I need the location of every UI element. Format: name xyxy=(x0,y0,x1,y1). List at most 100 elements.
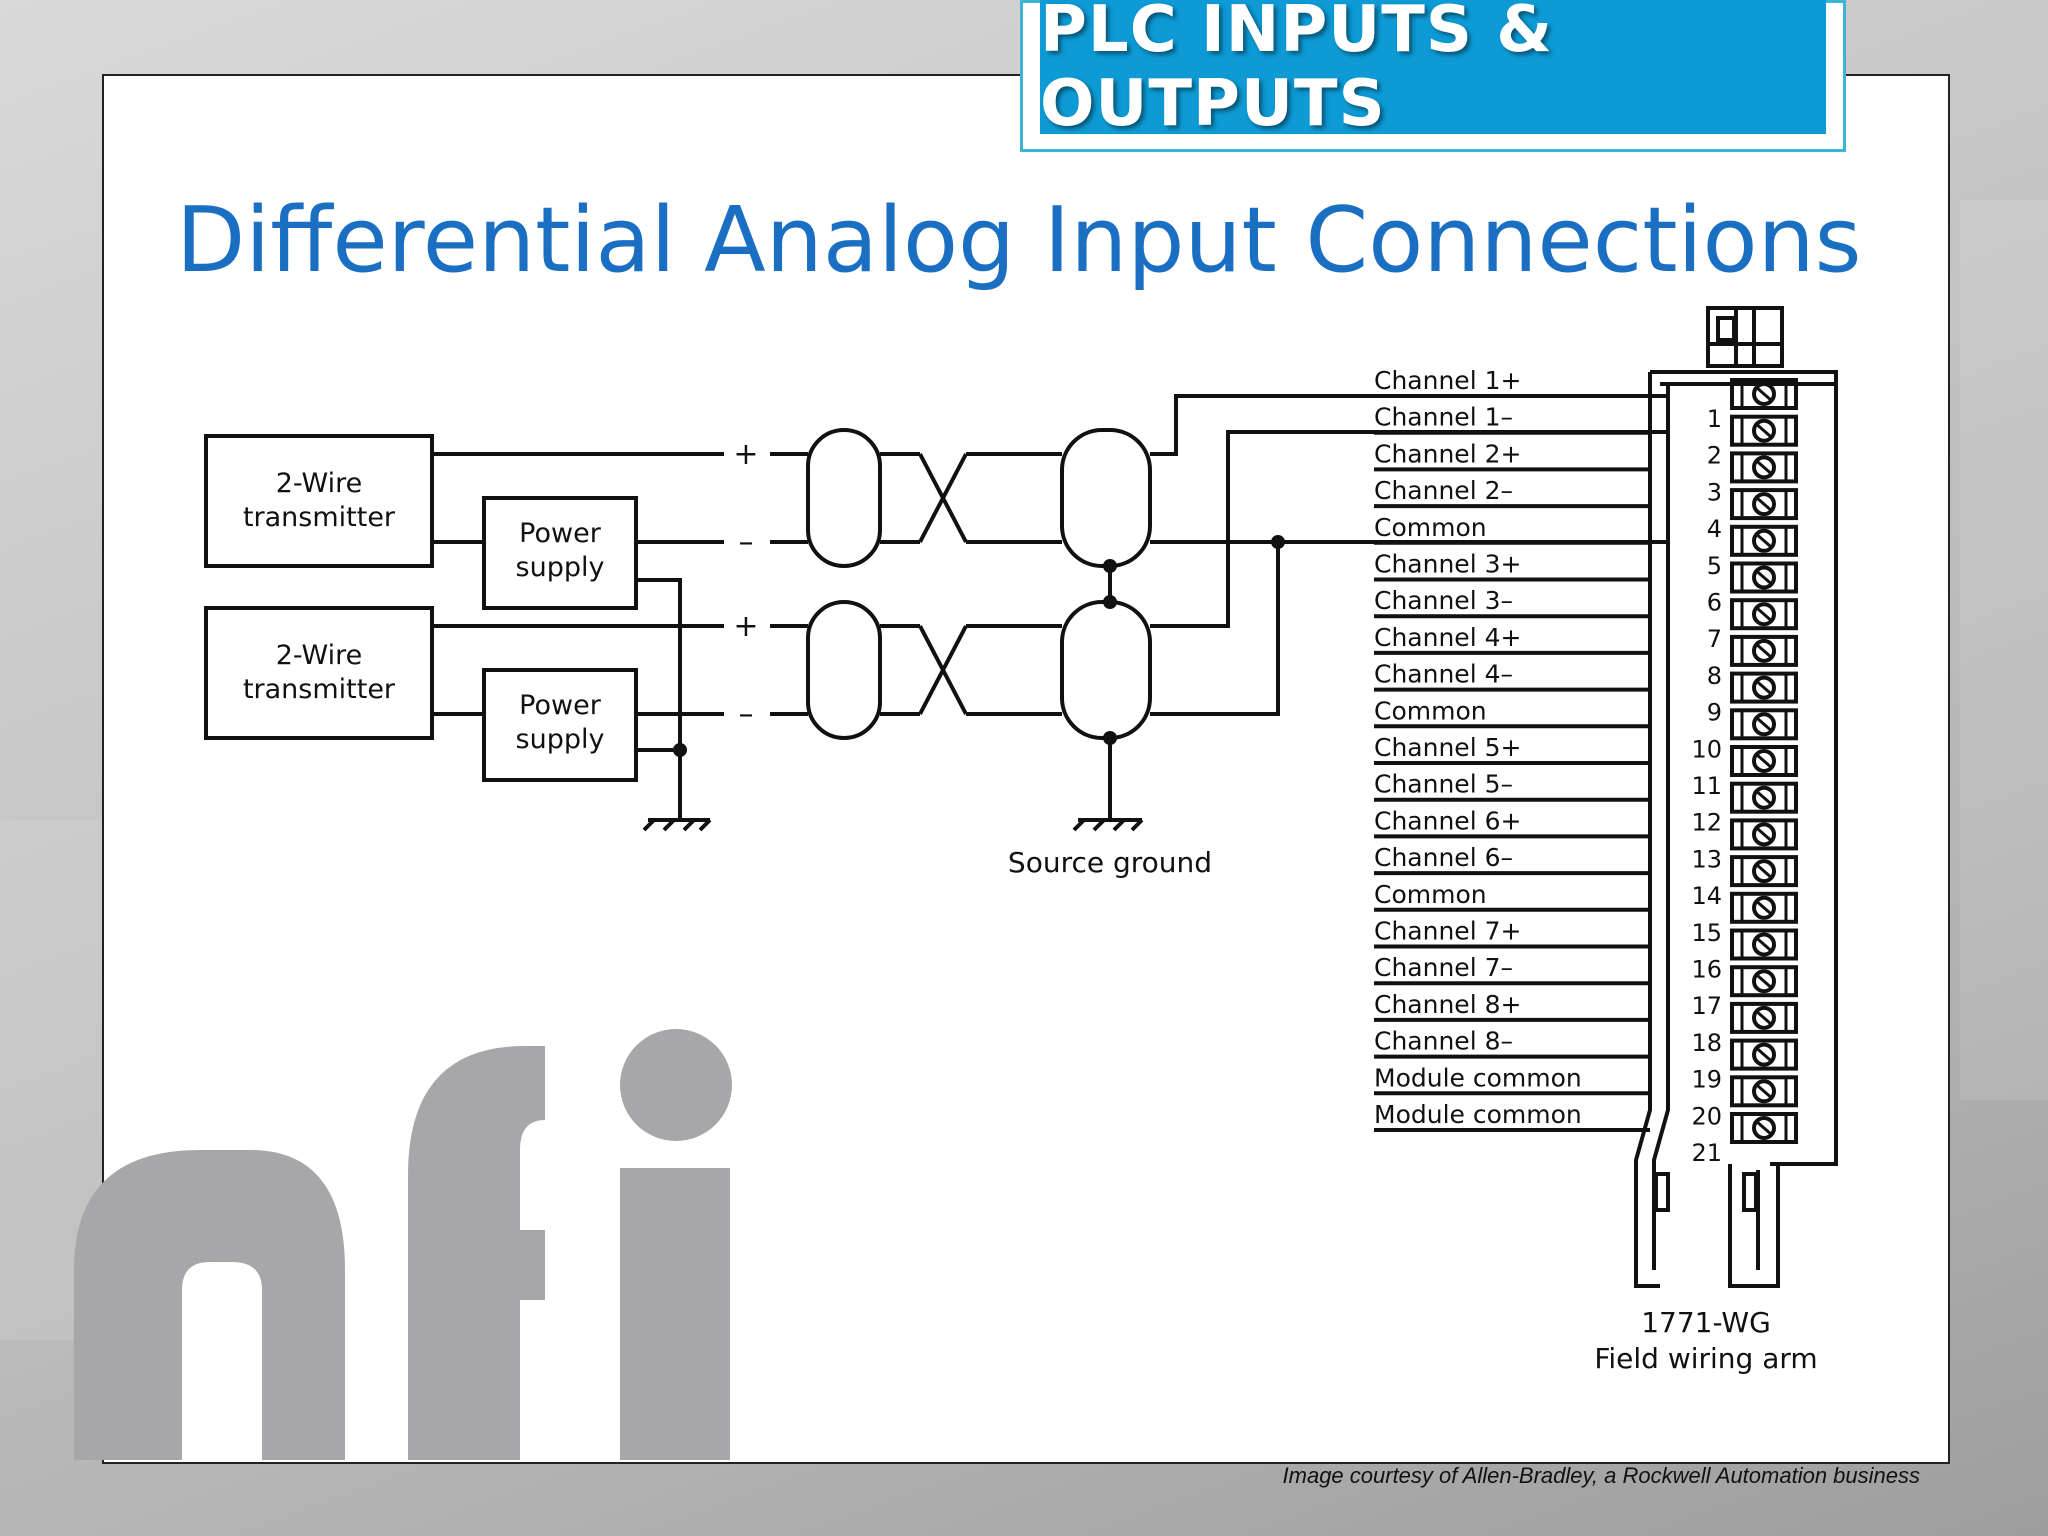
screw-terminal xyxy=(1730,451,1798,484)
terminal-number: 14 xyxy=(1691,882,1722,910)
terminal-label: Channel 3– xyxy=(1374,586,1513,615)
terminal-block: Channel 1+ Channel 1– Channel 2+ Channel 2–… xyxy=(1374,366,1798,1167)
transmitter-1-label-line2: transmitter xyxy=(243,502,396,533)
arm-model-label: 1771-WG xyxy=(1641,1306,1771,1339)
polarity-plus-2: + xyxy=(733,609,758,644)
transmitter-box-1 xyxy=(204,434,434,568)
terminal-label: Channel 5+ xyxy=(1374,733,1521,762)
screw-terminal xyxy=(1730,928,1798,961)
image-credit: Image courtesy of Allen-Bradley, a Rockw… xyxy=(1282,1463,1920,1488)
source-ground-symbol xyxy=(1072,818,1144,832)
nfi-logo-letter-i-dot xyxy=(620,1029,732,1141)
screw-terminal xyxy=(1730,708,1798,741)
screw-terminal xyxy=(1730,965,1798,998)
terminal-number: 17 xyxy=(1691,992,1722,1020)
transmitter-2-label-line1: 2-Wire xyxy=(276,640,363,671)
screw-terminal xyxy=(1730,745,1798,777)
terminal-label: Channel 8– xyxy=(1374,1027,1513,1056)
power-supply-2-label-line1: Power xyxy=(519,690,602,721)
junction-dot xyxy=(1103,595,1117,609)
terminal-number: 10 xyxy=(1691,735,1722,763)
terminal-number: 5 xyxy=(1707,552,1722,580)
screw-terminal xyxy=(1730,855,1798,888)
screw-terminal xyxy=(1730,891,1798,924)
field-wiring-arm xyxy=(1634,306,1838,1288)
transmitter-1-label-line1: 2-Wire xyxy=(276,468,363,499)
junction-dot xyxy=(1103,731,1117,745)
terminal-number: 13 xyxy=(1691,845,1722,873)
junction-dot xyxy=(673,743,687,757)
terminal-label: Common xyxy=(1374,513,1487,542)
terminal-label: Channel 2– xyxy=(1374,476,1513,505)
wire-pair2-plus xyxy=(432,430,1666,628)
terminal-number: 4 xyxy=(1707,515,1722,543)
terminal-label: Channel 8+ xyxy=(1374,990,1521,1019)
terminal-label: Channel 5– xyxy=(1374,770,1513,799)
power-supply-ground-symbol xyxy=(642,818,712,832)
arm-name-label: Field wiring arm xyxy=(1594,1342,1817,1375)
terminal-number: 20 xyxy=(1691,1102,1722,1130)
power-supply-box-2 xyxy=(482,668,638,782)
power-supply-1-label-line2: supply xyxy=(516,552,605,583)
terminal-number: 11 xyxy=(1691,772,1722,800)
screw-terminal xyxy=(1730,488,1798,521)
terminal-number: 3 xyxy=(1707,478,1722,506)
shield-2-right xyxy=(1060,600,1152,740)
twist-pair-2 xyxy=(918,625,968,715)
transmitter-2-label-line2: transmitter xyxy=(243,674,396,705)
shield-2-left xyxy=(806,600,882,740)
wire-pair1-plus xyxy=(432,394,1666,456)
screw-terminal xyxy=(1730,378,1798,410)
terminal-number: 16 xyxy=(1691,956,1722,984)
screw-terminal xyxy=(1730,671,1798,704)
terminal-label: Channel 6– xyxy=(1374,843,1513,872)
screw-terminal xyxy=(1730,1038,1798,1071)
background-shape xyxy=(1960,200,2048,1100)
shield-1-left xyxy=(806,428,882,568)
junction-dot xyxy=(1103,559,1117,573)
terminal-number: 12 xyxy=(1691,809,1722,837)
terminal-number: 18 xyxy=(1691,1029,1722,1057)
terminal-number: 7 xyxy=(1707,625,1722,653)
terminal-label: Channel 7+ xyxy=(1374,917,1521,946)
source-ground-label: Source ground xyxy=(1008,846,1212,879)
terminal-label: Module common xyxy=(1374,1063,1582,1092)
terminal-label: Common xyxy=(1374,880,1487,909)
screw-terminal xyxy=(1730,634,1798,667)
header-banner: PLC INPUTS & OUTPUTS xyxy=(1040,0,1826,141)
terminal-label: Channel 7– xyxy=(1374,953,1513,982)
screw-terminal xyxy=(1730,781,1798,814)
power-supply-ground-wire xyxy=(636,578,682,818)
nfi-logo xyxy=(74,1029,732,1460)
shield-1-right xyxy=(1060,428,1152,568)
terminal-label: Channel 1+ xyxy=(1374,366,1521,395)
terminal-label: Channel 1– xyxy=(1374,403,1513,432)
polarity-plus-1: + xyxy=(733,437,758,472)
terminal-label: Channel 2+ xyxy=(1374,439,1521,468)
terminal-label: Module common xyxy=(1374,1100,1582,1129)
polarity-minus-1: – xyxy=(739,525,754,560)
power-supply-2-label-line2: supply xyxy=(516,724,605,755)
terminal-number: 2 xyxy=(1707,442,1722,470)
terminal-label: Common xyxy=(1374,696,1487,725)
screw-terminal xyxy=(1730,1112,1798,1144)
terminal-label: Channel 3+ xyxy=(1374,550,1521,579)
power-supply-box-1 xyxy=(482,496,638,610)
nfi-logo-letter-i-stem xyxy=(620,1168,730,1460)
power-supply-1-label-line1: Power xyxy=(519,518,602,549)
screw-terminal xyxy=(1730,561,1798,594)
slide-title: Differential Analog Input Connections xyxy=(176,188,1862,293)
nfi-logo-letter-f xyxy=(408,1046,545,1460)
screw-terminal xyxy=(1730,818,1798,851)
terminal-number: 1 xyxy=(1707,405,1722,433)
terminal-number: 15 xyxy=(1691,919,1722,947)
screw-terminal xyxy=(1730,1075,1798,1108)
screw-terminal xyxy=(1730,598,1798,631)
terminal-label: Channel 4– xyxy=(1374,660,1513,689)
terminal-label: Channel 4+ xyxy=(1374,623,1521,652)
screw-terminal xyxy=(1730,1001,1798,1034)
banner-title: PLC INPUTS & OUTPUTS xyxy=(1040,0,1554,141)
twist-pair-1 xyxy=(918,453,968,543)
junction-dot xyxy=(1271,535,1285,549)
